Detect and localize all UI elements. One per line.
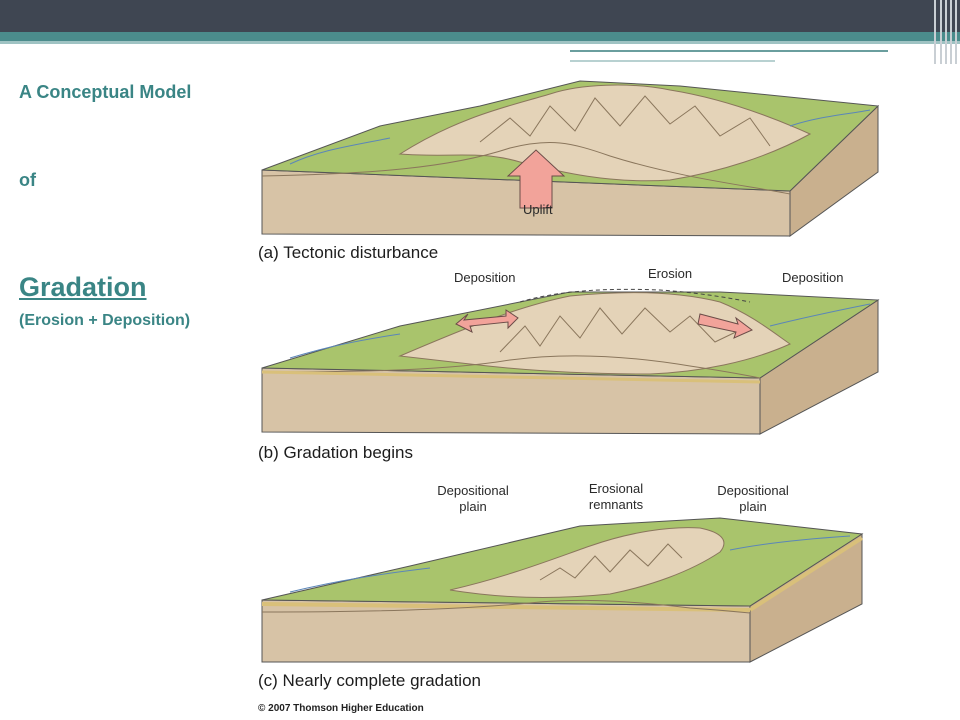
title-line-1: A Conceptual Model: [19, 82, 192, 102]
deposition-arrow-left: [455, 309, 519, 333]
depositional-right-line1: Depositional: [717, 483, 789, 498]
eroding-mountains-b: [398, 292, 792, 375]
top-bar: [0, 0, 960, 32]
depositional-left-line1: Depositional: [437, 483, 509, 498]
depositional-plain-right-label: Depositional plain: [710, 483, 796, 515]
panel-b-diagram: [261, 288, 880, 435]
deposition-left-label: Deposition: [454, 270, 516, 285]
deposition-arrow-right: [697, 313, 753, 339]
gradation-link[interactable]: Gradation: [19, 272, 147, 302]
erosional-line2: remnants: [588, 497, 644, 512]
erosional-remnants-label: Erosional remnants: [583, 481, 649, 513]
copyright-notice: © 2007 Thomson Higher Education: [258, 703, 424, 714]
depositional-right-line2: plain: [739, 499, 767, 514]
caption-b: (b) Gradation begins: [258, 443, 413, 462]
mountain-range-a: [398, 84, 812, 182]
caption-c: (c) Nearly complete gradation: [258, 671, 481, 690]
corner-bars: [932, 0, 960, 64]
top-stripe: [0, 32, 960, 41]
panel-a-diagram: Uplift: [261, 80, 880, 237]
depositional-left-line2: plain: [459, 499, 487, 514]
erosional-line1: Erosional: [588, 481, 644, 496]
erosion-label: Erosion: [648, 266, 693, 281]
caption-a: (a) Tectonic disturbance: [258, 243, 439, 262]
deposition-right-label: Deposition: [782, 270, 844, 285]
title-line-2: of: [19, 170, 36, 190]
accent-line: [570, 50, 888, 52]
erosional-remnants-c: [449, 527, 725, 598]
top-line: [0, 41, 960, 44]
subtitle: (Erosion + Deposition): [19, 312, 191, 329]
accent-line-short: [570, 60, 775, 62]
uplift-arrow: [506, 149, 566, 209]
depositional-plain-left-label: Depositional plain: [430, 483, 516, 515]
panel-c-diagram: [261, 517, 864, 663]
uplift-label: Uplift: [523, 202, 553, 217]
